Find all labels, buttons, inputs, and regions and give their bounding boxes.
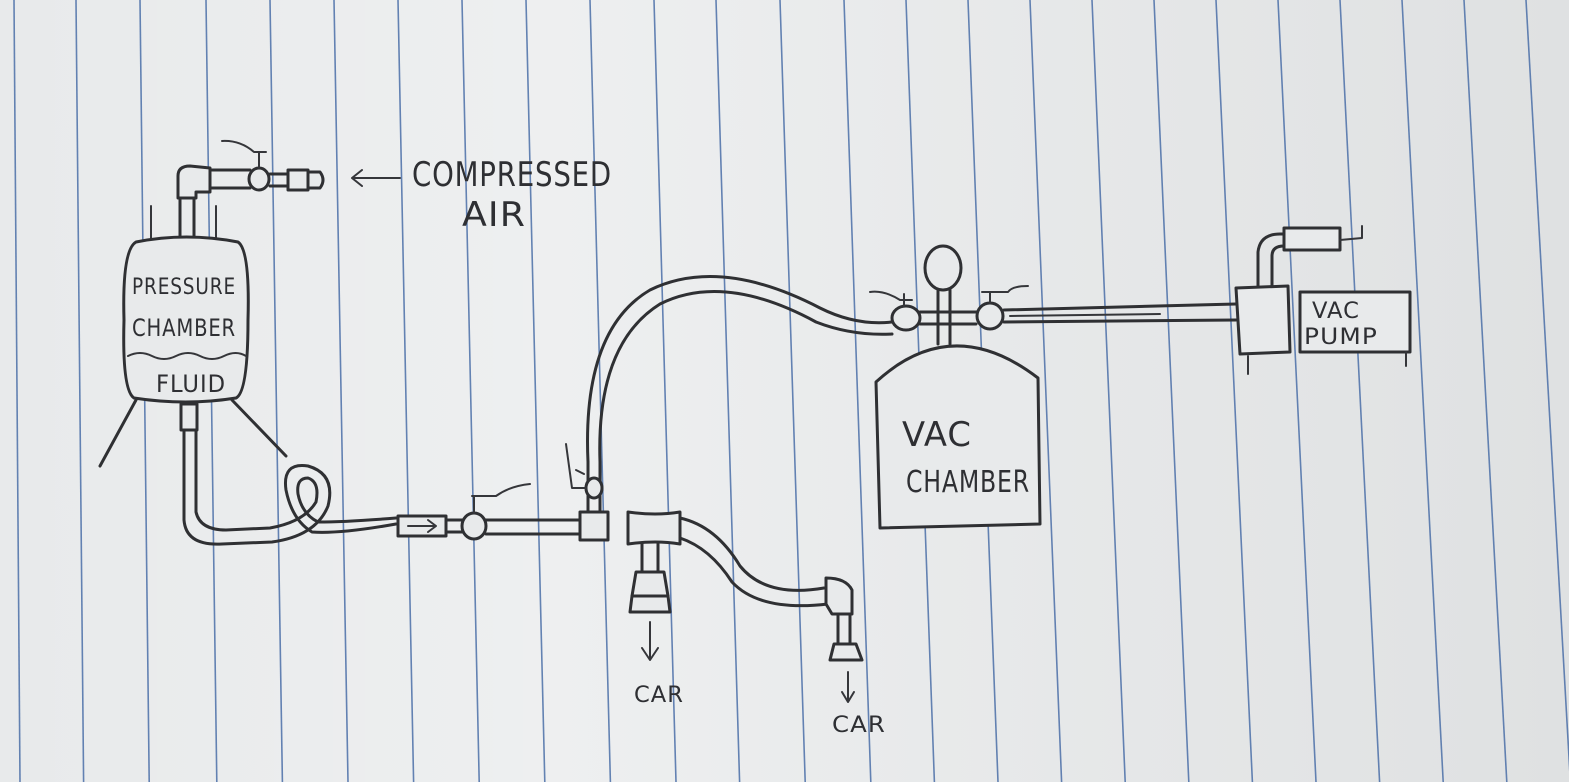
rule-line [715, 0, 741, 782]
notebook-rules [13, 0, 1569, 782]
label-vac-pump-1: VAC [1312, 299, 1360, 324]
label-fluid: FLUID [156, 370, 226, 398]
car-outlet-right [678, 516, 864, 703]
label-vac-pump-2: PUMP [1304, 325, 1378, 350]
rule-line [75, 0, 85, 782]
rule-line [269, 0, 284, 782]
rule-line [1153, 0, 1190, 782]
rule-line [779, 0, 806, 782]
rule-line [1277, 0, 1317, 782]
rule-line [1525, 0, 1569, 772]
rule-line [589, 0, 612, 782]
car-outlet-left [626, 510, 682, 661]
label-chamber: CHAMBER [132, 314, 236, 342]
label-car-right: CAR [832, 713, 886, 738]
rule-line [1339, 0, 1381, 782]
rule-line [1215, 0, 1254, 782]
rule-line [653, 0, 677, 782]
compressed-air-inlet [176, 139, 401, 240]
fluid-line [396, 443, 610, 542]
rule-line [13, 0, 21, 782]
label-compressed: COMPRESSED [412, 155, 612, 195]
rule-line [1029, 0, 1063, 782]
labels: COMPRESSED AIR PRESSURE CHAMBER FLUID VA… [132, 155, 1378, 738]
rule-line [397, 0, 415, 782]
label-vac-chamber-1: VAC [902, 415, 972, 455]
fluid-hose [182, 428, 398, 546]
label-car-left: CAR [634, 683, 684, 708]
rule-line [461, 0, 480, 782]
rule-line [333, 0, 349, 782]
label-pressure: PRESSURE [132, 275, 236, 300]
rule-line [1463, 0, 1508, 782]
rule-line [525, 0, 546, 782]
vacuum-hose [586, 275, 894, 464]
vacuum-pump [1234, 225, 1412, 375]
rule-line [843, 0, 872, 782]
pressure-chamber [98, 205, 288, 468]
vacuum-chamber [869, 244, 1238, 530]
rule-line [1401, 0, 1444, 782]
label-air: AIR [462, 195, 526, 235]
rule-line [1091, 0, 1126, 782]
label-vac-chamber-2: CHAMBER [906, 465, 1030, 500]
